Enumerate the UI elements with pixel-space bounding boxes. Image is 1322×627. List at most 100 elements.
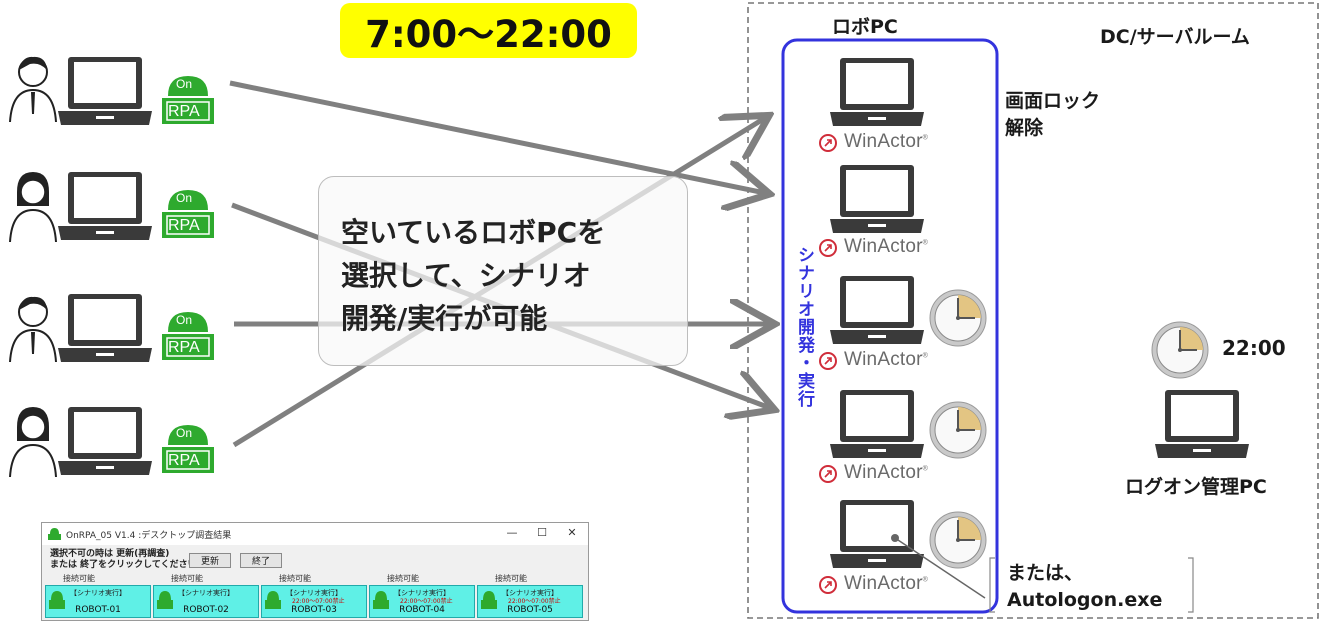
robot-name: ROBOT-04 [399, 605, 445, 615]
app-message-line2: または 終了をクリックしてください。 [50, 560, 206, 570]
user-row-2 [9, 172, 214, 243]
close-icon[interactable]: ✕ [567, 526, 577, 539]
user-laptop-icon [58, 172, 152, 240]
autologon-pointer-dot [891, 534, 899, 542]
app-title: OnRPA_05 V1.4 :デスクトップ調査結果 [66, 531, 232, 541]
app-logo-icon [48, 528, 61, 540]
robot-name: ROBOT-01 [75, 605, 121, 615]
maximize-icon[interactable]: ☐ [537, 526, 547, 539]
rpa-logo-icon [481, 591, 497, 609]
badge-rpa-label: RPA [168, 103, 200, 120]
badge-on-label: On [176, 426, 193, 440]
screen-unlock-label: 画面ロック 解除 [1005, 90, 1101, 139]
robo-laptop-icon [830, 58, 924, 126]
rpa-logo-icon [49, 591, 65, 609]
onrpa-app-window: OnRPA_05 V1.4 :デスクトップ調査結果 — ☐ ✕ 選択不可の時は … [41, 522, 589, 621]
time-window-banner: 7:00〜22:00 [340, 3, 637, 58]
rpa-on-badge [162, 76, 214, 124]
robot-run-label: 【シナリオ実行】 [178, 589, 234, 597]
user-laptop-icon [58, 407, 152, 475]
badge-on-label: On [176, 191, 193, 205]
winactor-logo-icon [819, 465, 837, 483]
winactor-brand-label: WinActor® [844, 462, 929, 483]
robot-card-02[interactable]: 接続可能 【シナリオ実行】 ROBOT-02 [153, 573, 259, 618]
badge-rpa-label: RPA [168, 339, 200, 356]
note-bracket-right [1188, 557, 1194, 613]
robot-status: 接続可能 [387, 574, 419, 583]
robot-card-05[interactable]: 接続可能 【シナリオ実行】 22:00〜07:00禁止 ROBOT-05 [477, 573, 583, 618]
rpa-logo-icon [373, 591, 389, 609]
robot-status: 接続可能 [171, 574, 203, 583]
winactor-brand-label: WinActor® [844, 131, 929, 152]
refresh-button[interactable]: 更新 [189, 553, 231, 568]
clock-icon [929, 401, 987, 459]
user-laptop-icon [58, 294, 152, 362]
robo-pc-frame [781, 38, 999, 614]
robot-card-03[interactable]: 接続可能 【シナリオ実行】 22:00〜07:00禁止 ROBOT-03 [261, 573, 367, 618]
autologon-note: または、 Autologon.exe [1007, 562, 1163, 611]
winactor-logo-icon [819, 576, 837, 594]
user-laptop-icon [58, 57, 152, 125]
robo-laptop-icon [830, 500, 924, 568]
winactor-logo-icon [819, 352, 837, 370]
app-message: 選択不可の時は 更新(再調査) または 終了をクリックしてください。 [50, 549, 206, 571]
robot-card-01[interactable]: 接続可能 【シナリオ実行】 ROBOT-01 [45, 573, 151, 618]
robot-note: 22:00〜07:00禁止 [400, 598, 453, 605]
badge-on-label: On [176, 77, 193, 91]
logon-pc-label: ログオン管理PC [1125, 476, 1267, 498]
rpa-on-badge [162, 190, 214, 238]
robot-name: ROBOT-02 [183, 605, 229, 615]
robot-note: 22:00〜07:00禁止 [292, 598, 345, 605]
clock-icon [1151, 321, 1209, 379]
logon-time-label: 22:00 [1222, 336, 1286, 360]
minimize-icon[interactable]: — [506, 526, 518, 539]
app-message-line1: 選択不可の時は 更新(再調査) [50, 549, 170, 559]
robo-laptop-icon [830, 165, 924, 233]
user-row-1 [9, 56, 214, 125]
note-bracket-left [989, 557, 995, 613]
winactor-brand-label: WinActor® [844, 236, 929, 257]
robot-run-label: 【シナリオ実行】 [502, 589, 558, 597]
badge-rpa-label: RPA [168, 452, 200, 469]
winactor-logo-icon [819, 239, 837, 257]
robot-panel[interactable]: 【シナリオ実行】 ROBOT-02 [153, 585, 259, 618]
robo-pc-label: ロボPC [832, 16, 898, 38]
robot-run-label: 【シナリオ実行】 [394, 589, 450, 597]
person-female-icon [9, 172, 57, 243]
robot-run-label: 【シナリオ実行】 [70, 589, 126, 597]
app-titlebar: OnRPA_05 V1.4 :デスクトップ調査結果 — ☐ ✕ [42, 523, 588, 545]
robo-laptop-icon [830, 276, 924, 344]
robot-panel[interactable]: 【シナリオ実行】 22:00〜07:00禁止 ROBOT-05 [477, 585, 583, 618]
robot-status: 接続可能 [63, 574, 95, 583]
rpa-on-badge [162, 312, 214, 360]
user-row-4 [9, 407, 214, 478]
robo-laptop-icon [830, 390, 924, 458]
robot-run-label: 【シナリオ実行】 [286, 589, 342, 597]
robot-name: ROBOT-05 [507, 605, 553, 615]
robot-panel[interactable]: 【シナリオ実行】 ROBOT-01 [45, 585, 151, 618]
robot-status: 接続可能 [279, 574, 311, 583]
rpa-on-badge [162, 425, 214, 473]
callout-text: 空いているロボPCを 選択して、シナリオ 開発/実行が可能 [318, 176, 688, 366]
robot-name: ROBOT-03 [291, 605, 337, 615]
robot-panel[interactable]: 【シナリオ実行】 22:00〜07:00禁止 ROBOT-04 [369, 585, 475, 618]
exit-button[interactable]: 終了 [240, 553, 282, 568]
robot-note: 22:00〜07:00禁止 [508, 598, 561, 605]
logon-pc-laptop-icon [1155, 390, 1249, 458]
scenario-dev-vertical-label: シナリオ開発・実行 [794, 246, 814, 408]
person-male-icon [9, 296, 57, 363]
winactor-logo-icon [819, 134, 837, 152]
person-female-icon [9, 407, 57, 478]
robot-status: 接続可能 [495, 574, 527, 583]
server-room-label: DC/サーバルーム [1100, 26, 1250, 48]
clock-icon [929, 511, 987, 569]
person-male-icon [9, 56, 57, 123]
winactor-brand-label: WinActor® [844, 573, 929, 594]
winactor-brand-label: WinActor® [844, 349, 929, 370]
rpa-logo-icon [265, 591, 281, 609]
clock-icon [929, 289, 987, 347]
badge-on-label: On [176, 313, 193, 327]
robot-panel[interactable]: 【シナリオ実行】 22:00〜07:00禁止 ROBOT-03 [261, 585, 367, 618]
badge-rpa-label: RPA [168, 217, 200, 234]
robot-card-04[interactable]: 接続可能 【シナリオ実行】 22:00〜07:00禁止 ROBOT-04 [369, 573, 475, 618]
